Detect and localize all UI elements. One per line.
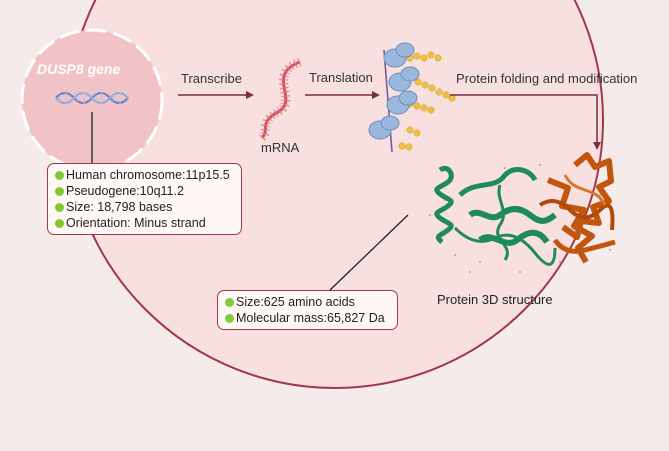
bullet-icon <box>55 186 64 196</box>
dna-helix-icon <box>55 91 129 105</box>
ribosome-translation-icon <box>368 42 456 153</box>
gene-title: DUSP8 gene <box>37 61 121 77</box>
bullet-icon <box>55 202 64 212</box>
transcribe-label: Transcribe <box>181 71 242 86</box>
bullet-icon <box>55 170 64 180</box>
folding-label: Protein folding and modification <box>456 71 638 86</box>
translation-label: Translation <box>309 70 373 85</box>
bullet-icon <box>55 218 64 228</box>
protein-info-box: Size:625 amino acids Molecular mass:65,8… <box>217 290 398 330</box>
folding-arrow <box>450 94 601 150</box>
protein-info-row: Size:625 amino acids <box>225 294 389 310</box>
protein-info-row: Molecular mass:65,827 Da <box>225 310 389 326</box>
protein-structure-icon <box>429 152 616 273</box>
protein-info-text: Molecular mass:65,827 Da <box>236 311 385 325</box>
mrna-strand-icon <box>258 57 302 142</box>
gene-info-row: Orientation: Minus strand <box>55 215 233 231</box>
gene-info-row: Size: 18,798 bases <box>55 199 233 215</box>
gene-info-text: Human chromosome:11p15.5 <box>66 168 230 182</box>
gene-info-text: Orientation: Minus strand <box>66 216 206 230</box>
gene-info-text: Pseudogene:10q11.2 <box>66 184 184 198</box>
gene-info-box: Human chromosome:11p15.5 Pseudogene:10q1… <box>47 163 242 235</box>
protein-connector-line <box>329 214 409 291</box>
bullet-icon <box>225 297 234 307</box>
mrna-label: mRNA <box>261 140 300 155</box>
protein-info-text: Size:625 amino acids <box>236 295 355 309</box>
structure-label: Protein 3D structure <box>437 292 553 307</box>
gene-info-row: Human chromosome:11p15.5 <box>55 167 233 183</box>
translation-arrow <box>305 91 380 99</box>
gene-info-text: Size: 18,798 bases <box>66 200 173 214</box>
gene-info-row: Pseudogene:10q11.2 <box>55 183 233 199</box>
transcribe-arrow <box>178 91 254 99</box>
bullet-icon <box>225 313 234 323</box>
